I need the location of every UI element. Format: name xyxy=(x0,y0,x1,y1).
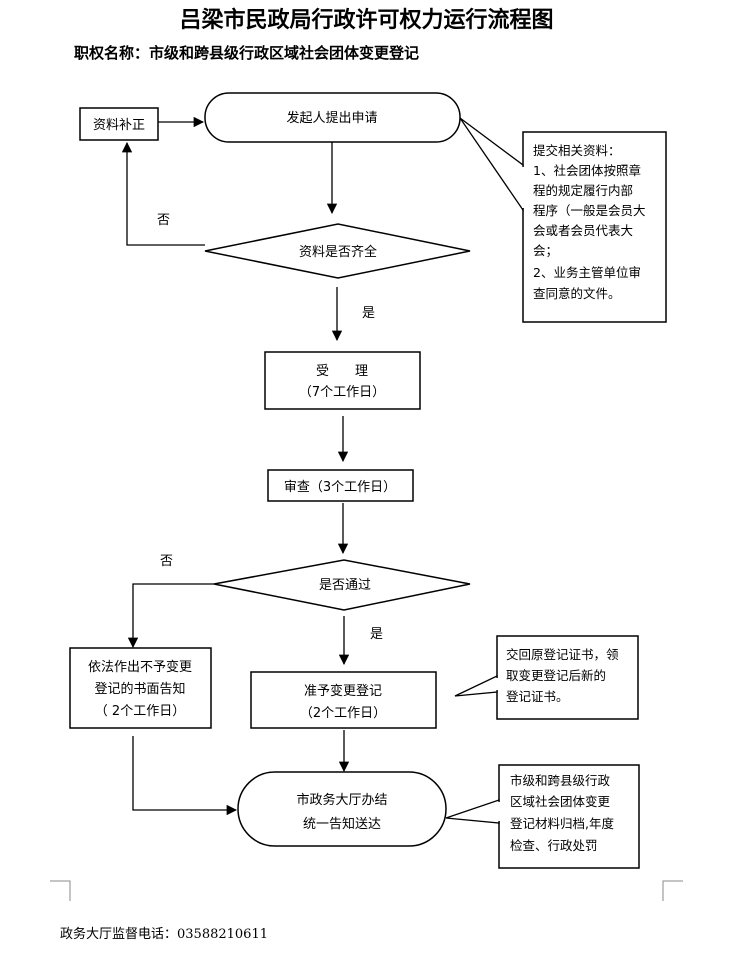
footer-phone: 政务大厅监督电话：03588210611 xyxy=(60,927,268,942)
note-certificate-text: 交回原登记证书，领 取变更登记后新的 登记证书。 xyxy=(506,647,619,704)
node-accept-line2: （7个工作日） xyxy=(299,385,385,400)
node-finish xyxy=(237,771,447,847)
svg-text:检查、行政处罚: 检查、行政处罚 xyxy=(510,838,598,853)
decision-complete-label: 资料是否齐全 xyxy=(299,244,377,260)
node-reject-line1: 依法作出不予变更 xyxy=(88,659,192,675)
edge-label-yes-2: 是 xyxy=(370,627,383,642)
svg-text:查同意的文件。: 查同意的文件。 xyxy=(533,286,621,301)
svg-text:市级和跨县级行政: 市级和跨县级行政 xyxy=(510,773,611,788)
svg-text:交回原登记证书，领: 交回原登记证书，领 xyxy=(506,647,619,662)
svg-text:登记证书。: 登记证书。 xyxy=(506,689,569,704)
note-materials-text: 提交相关资料： 1、社会团体按照章 程的规定履行内部 程序（一般是会员大 会或者… xyxy=(533,143,646,301)
node-accept xyxy=(264,351,421,410)
decision-pass-label: 是否通过 xyxy=(319,578,371,593)
node-reject xyxy=(69,647,212,729)
node-review-label: 审查（3个工作日） xyxy=(284,480,396,495)
page-corner-right xyxy=(662,880,683,901)
svg-text:会；: 会； xyxy=(533,243,558,258)
svg-text:取变更登记后新的: 取变更登记后新的 xyxy=(506,668,606,683)
svg-text:1、社会团体按照章: 1、社会团体按照章 xyxy=(533,163,641,178)
node-correct-label: 资料补正 xyxy=(93,118,145,133)
node-reject-line3: （ 2个工作日） xyxy=(95,704,185,719)
svg-text:程的规定履行内部: 程的规定履行内部 xyxy=(533,183,633,198)
svg-text:程序（一般是会员大: 程序（一般是会员大 xyxy=(533,203,646,218)
node-approve-line2: （2个工作日） xyxy=(300,706,386,721)
node-approve xyxy=(250,671,437,729)
decision-pass xyxy=(213,559,471,611)
svg-text:2、业务主管单位审: 2、业务主管单位审 xyxy=(533,265,641,280)
node-accept-line1: 受 理 xyxy=(316,364,368,379)
node-apply-label: 发起人提出申请 xyxy=(286,110,377,126)
svg-text:登记材料归档,年度: 登记材料归档,年度 xyxy=(510,816,614,831)
note-archive-text: 市级和跨县级行政 区域社会团体变更 登记材料归档,年度 检查、行政处罚 xyxy=(510,773,614,853)
svg-text:区域社会团体变更: 区域社会团体变更 xyxy=(510,794,611,809)
node-reject-line2: 登记的书面告知 xyxy=(94,681,185,697)
decision-complete xyxy=(204,223,471,279)
node-approve-line1: 准予变更登记 xyxy=(304,683,382,699)
node-correct xyxy=(79,107,159,141)
node-review xyxy=(267,469,414,502)
edge-label-no-1: 否 xyxy=(157,213,170,228)
note-materials xyxy=(522,131,667,323)
svg-text:提交相关资料：: 提交相关资料： xyxy=(533,143,621,158)
node-finish-line1: 市政务大厅办结 xyxy=(296,792,387,808)
edge-label-yes-1: 是 xyxy=(362,306,375,321)
page-corner-left xyxy=(50,880,71,901)
note-certificate xyxy=(496,635,639,720)
edge-label-no-2: 否 xyxy=(160,554,173,569)
svg-text:会或者会员代表大: 会或者会员代表大 xyxy=(533,223,633,238)
node-finish-line2: 统一告知送达 xyxy=(303,816,381,832)
page-title: 吕梁市民政局行政许可权力运行流程图 xyxy=(179,7,554,33)
authority-name: 职权名称：市级和跨县级行政区域社会团体变更登记 xyxy=(74,44,420,62)
